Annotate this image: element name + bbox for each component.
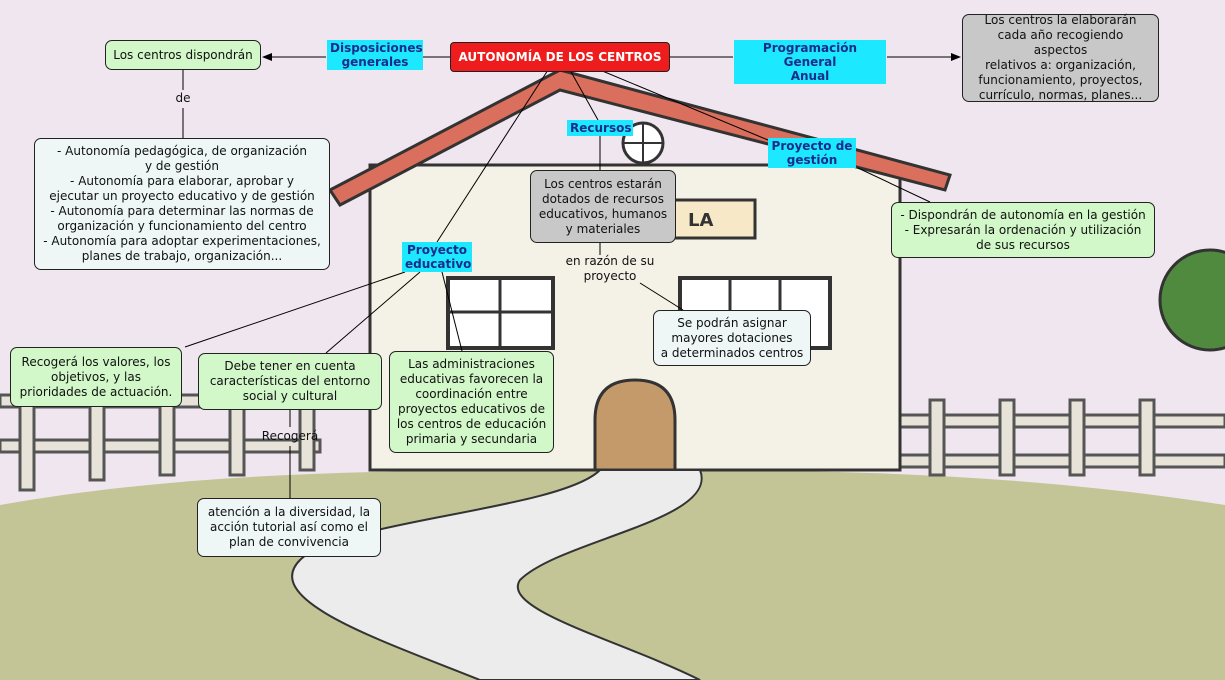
node-gestion[interactable]: - Dispondrán de autonomía en la gestión … [891, 202, 1155, 258]
link-label-disposiciones[interactable]: Disposiciones generales [327, 40, 423, 70]
node-autonomias[interactable]: - Autonomía pedagógica, de organización … [34, 138, 330, 270]
node-pga[interactable]: Los centros la elaborarán cada año recog… [962, 14, 1159, 102]
link-educativo-valores [185, 272, 405, 347]
link-educativo-admin [442, 272, 462, 351]
label-de: de [170, 91, 196, 106]
node-centros-dispondran[interactable]: Los centros dispondrán [105, 40, 261, 70]
link-educativo-entorno [326, 272, 420, 353]
node-dotados[interactable]: Los centros estarán dotados de recursos … [530, 170, 676, 243]
link-label-programacion[interactable]: Programación General Anual [734, 40, 886, 84]
link-label-recursos[interactable]: Recursos [567, 120, 633, 136]
node-diversidad[interactable]: atención a la diversidad, la acción tuto… [197, 498, 381, 557]
node-valores[interactable]: Recogerá los valores, los objetivos, y l… [10, 347, 182, 407]
node-dotaciones[interactable]: Se podrán asignar mayores dotaciones a d… [653, 310, 811, 366]
link-label-proyecto-gestion[interactable]: Proyecto de gestión [768, 138, 856, 168]
link-gestion-node [858, 168, 930, 202]
link-root-recursos [570, 70, 598, 120]
link-label-proyecto-educativo[interactable]: Proyecto educativo [402, 242, 472, 272]
label-en-razon: en razón de su proyecto [555, 254, 665, 284]
label-recogera: Recogerá [255, 429, 325, 444]
node-entorno[interactable]: Debe tener en cuenta características del… [198, 353, 382, 410]
root-concept[interactable]: AUTONOMÍA DE LOS CENTROS [450, 42, 670, 72]
node-administraciones[interactable]: Las administraciones educativas favorece… [389, 351, 554, 453]
link-enrazon-dotaciones [640, 283, 683, 310]
